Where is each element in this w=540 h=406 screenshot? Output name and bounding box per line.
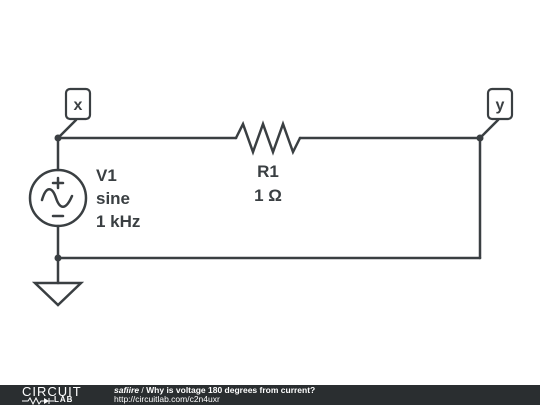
circuit-meta: safiire / Why is voltage 180 degrees fro… — [114, 386, 315, 404]
probe-y-label: y — [496, 97, 505, 114]
meta-separator: / — [139, 385, 147, 395]
resistor-r1[interactable] — [234, 120, 302, 156]
author-link[interactable]: safiire — [114, 385, 140, 395]
sine-source-v1[interactable] — [28, 168, 88, 228]
circuit-title[interactable]: Why is voltage 180 degrees from current? — [146, 385, 316, 395]
resistor-name-label: R1 — [257, 162, 279, 181]
footer-bar: CIRCUIT LAB safiire / Why is voltage 180… — [0, 384, 540, 406]
circuit-url[interactable]: http://circuitlab.com/c2n4uxr — [114, 394, 220, 404]
meta-line: safiire / Why is voltage 180 degrees fro… — [114, 386, 315, 395]
logo-brand-top: CIRCUIT — [22, 384, 82, 399]
logo-wire-icon — [22, 396, 54, 406]
source-name-label: V1 — [96, 166, 117, 185]
logo-brand-bottom: LAB — [54, 395, 74, 404]
source-freq-label: 1 kHz — [96, 212, 140, 231]
source-type-label: sine — [96, 189, 130, 208]
probe-x[interactable]: x — [56, 87, 92, 140]
node-bottom-left — [54, 254, 62, 262]
resistor-value-label: 1 Ω — [254, 186, 282, 205]
circuit-canvas: x y V1 sine 1 kHz R1 1 Ω — [28, 87, 514, 307]
probe-y[interactable]: y — [478, 87, 514, 140]
circuitlab-logo[interactable]: CIRCUIT LAB — [22, 384, 102, 406]
ground-icon — [31, 256, 85, 307]
probe-x-label: x — [74, 97, 83, 114]
